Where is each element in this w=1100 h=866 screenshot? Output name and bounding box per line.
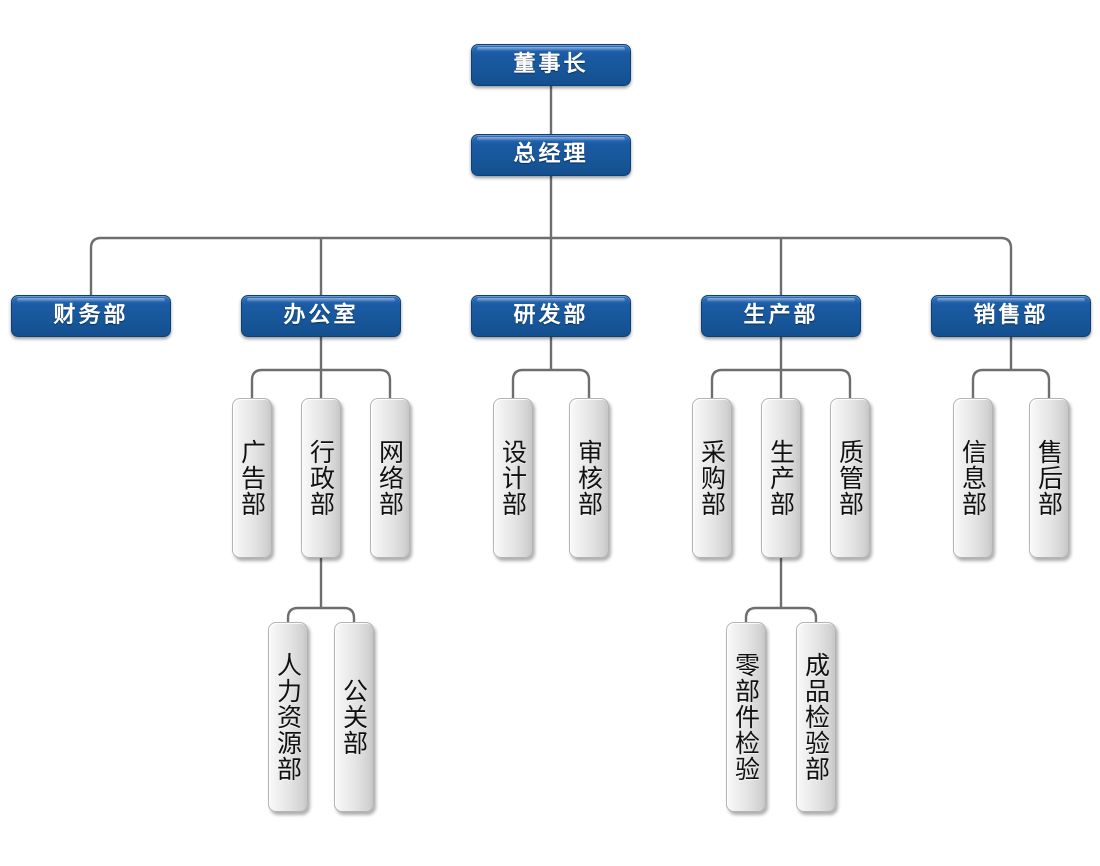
node-rnd[interactable]: 研发部 <box>471 295 631 337</box>
node-procurement-label: 采购部 <box>697 439 727 517</box>
node-public-relations-label: 公关部 <box>339 678 369 756</box>
node-general-manager[interactable]: 总经理 <box>471 134 631 176</box>
node-administration-label: 行政部 <box>306 439 336 517</box>
node-advertising[interactable]: 广告部 <box>232 398 272 558</box>
node-finance[interactable]: 财务部 <box>11 295 171 337</box>
node-production[interactable]: 生产部 <box>701 295 861 337</box>
node-sales-label: 销售部 <box>973 303 1049 328</box>
node-production-label: 生产部 <box>743 303 819 328</box>
node-after-sales-label: 售后部 <box>1034 439 1064 517</box>
node-review[interactable]: 审核部 <box>569 398 609 558</box>
node-office-label: 办公室 <box>283 303 359 328</box>
node-review-label: 审核部 <box>574 439 604 517</box>
node-sales[interactable]: 销售部 <box>931 295 1091 337</box>
node-rnd-label: 研发部 <box>513 303 589 328</box>
node-product-inspection-label: 成品检验部 <box>801 652 831 782</box>
node-human-resources-label: 人力资源部 <box>273 652 303 782</box>
node-chairman-label: 董事长 <box>513 52 589 77</box>
node-after-sales[interactable]: 售后部 <box>1029 398 1069 558</box>
node-quality-management[interactable]: 质管部 <box>830 398 870 558</box>
node-quality-management-label: 质管部 <box>835 439 865 517</box>
node-design[interactable]: 设计部 <box>493 398 533 558</box>
node-network-label: 网络部 <box>375 439 405 517</box>
node-public-relations[interactable]: 公关部 <box>334 622 374 812</box>
node-general-manager-label: 总经理 <box>513 142 589 167</box>
node-finance-label: 财务部 <box>53 303 129 328</box>
node-production-sub-label: 生产部 <box>766 439 796 517</box>
node-parts-inspection[interactable]: 零部件检验 <box>726 622 766 812</box>
node-administration[interactable]: 行政部 <box>301 398 341 558</box>
node-office[interactable]: 办公室 <box>241 295 401 337</box>
node-chairman[interactable]: 董事长 <box>471 44 631 86</box>
node-information-label: 信息部 <box>958 439 988 517</box>
node-advertising-label: 广告部 <box>237 439 267 517</box>
node-production-sub[interactable]: 生产部 <box>761 398 801 558</box>
node-product-inspection[interactable]: 成品检验部 <box>796 622 836 812</box>
node-design-label: 设计部 <box>498 439 528 517</box>
node-information[interactable]: 信息部 <box>953 398 993 558</box>
node-human-resources[interactable]: 人力资源部 <box>268 622 308 812</box>
node-network[interactable]: 网络部 <box>370 398 410 558</box>
node-procurement[interactable]: 采购部 <box>692 398 732 558</box>
node-parts-inspection-label: 零部件检验 <box>731 652 761 782</box>
